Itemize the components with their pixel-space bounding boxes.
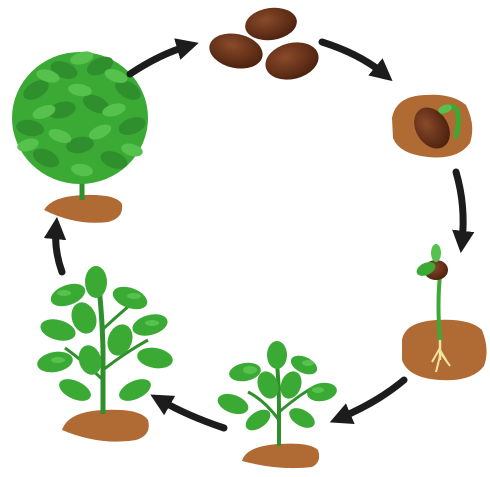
bean-seeds-icon <box>206 5 322 85</box>
arrow-germination-to-seedling <box>456 172 463 242</box>
arrow-growing-plant-to-mature <box>56 228 62 272</box>
arrow-young-plant-to-growing-plant <box>160 400 224 428</box>
arrow-mature-to-seeds <box>130 46 188 74</box>
arrow-seeds-to-germination <box>322 42 384 74</box>
growing-plant-icon <box>36 266 175 442</box>
arrow-seedling-to-young-plant <box>340 380 404 418</box>
sprouting-seed-icon <box>392 95 472 158</box>
seedling-icon <box>402 244 487 380</box>
young-plant-icon <box>215 341 338 468</box>
